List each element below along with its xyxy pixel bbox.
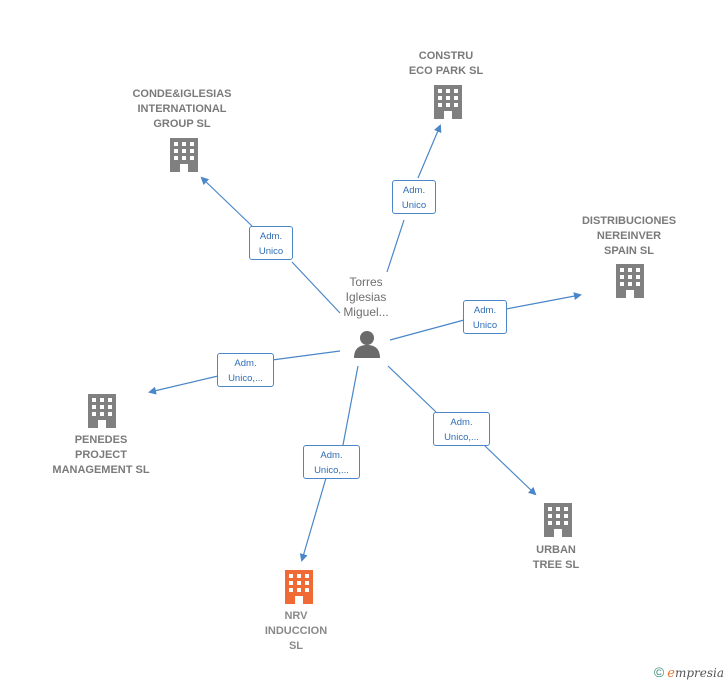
edge-penedes	[150, 350, 341, 392]
edge-nrv	[302, 365, 359, 560]
person-name[interactable]: Torres Iglesias Miguel...	[343, 275, 389, 319]
building-icon[interactable]	[616, 264, 644, 298]
company-label-penedes[interactable]: PENEDES PROJECT MANAGEMENT SL	[52, 434, 150, 476]
building-icon[interactable]	[88, 394, 116, 428]
brand-initial: e	[667, 666, 675, 681]
edge-label-urban[interactable]: Adm. Unico,...	[433, 412, 490, 446]
edge-label-condeiglesias[interactable]: Adm. Unico	[249, 226, 293, 260]
building-icon[interactable]	[285, 570, 313, 604]
edge-label-nrv[interactable]: Adm. Unico,...	[303, 445, 360, 479]
edge-label-penedes[interactable]: Adm. Unico,...	[217, 353, 274, 387]
edge-condeiglesias	[202, 178, 341, 314]
edge-label-construeco[interactable]: Adm. Unico	[392, 180, 436, 214]
brand-name: mpresia	[674, 666, 724, 680]
empresia-brand: ©empresia	[654, 664, 724, 681]
building-icon[interactable]	[170, 138, 198, 172]
company-label-condeiglesias[interactable]: CONDE&IGLESIAS INTERNATIONAL GROUP SL	[132, 88, 232, 130]
building-icon[interactable]	[544, 503, 572, 537]
edge-construeco	[386, 126, 440, 273]
copyright-icon: ©	[653, 664, 665, 680]
company-label-construeco[interactable]: CONSTRU ECO PARK SL	[408, 50, 484, 77]
person-icon[interactable]	[354, 331, 380, 358]
edge-distribuciones	[389, 295, 580, 341]
edge-label-distribuciones[interactable]: Adm. Unico	[463, 300, 507, 334]
edges	[150, 126, 580, 560]
edge-urban	[387, 365, 535, 494]
company-label-nrv[interactable]: NRV INDUCCION SL	[264, 610, 328, 652]
company-label-urban[interactable]: URBAN TREE SL	[532, 544, 580, 571]
building-icon[interactable]	[434, 85, 462, 119]
company-label-distribuciones[interactable]: DISTRIBUCIONES NEREINVER SPAIN SL	[581, 215, 677, 257]
